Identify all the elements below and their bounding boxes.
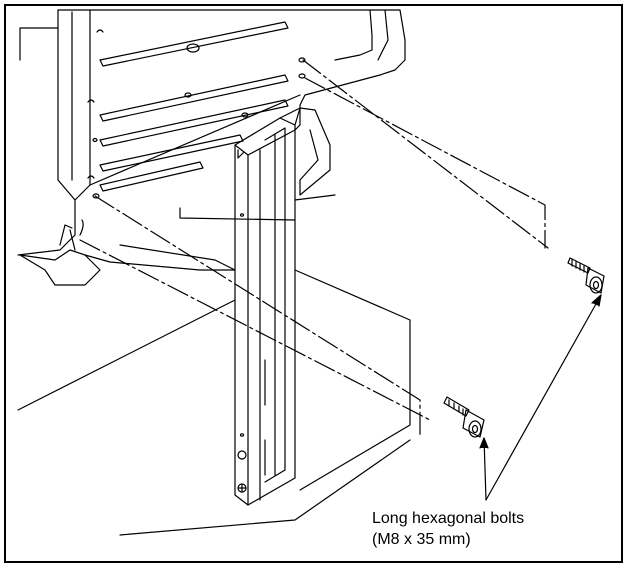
bolt-guide-lines — [79, 59, 549, 436]
callout-line-1: Long hexagonal bolts — [372, 510, 525, 527]
callout-line-2: (M8 x 35 mm) — [372, 531, 471, 548]
callout-arrows — [479, 294, 602, 501]
cabinet-body — [17, 9, 406, 256]
left-foot — [19, 219, 236, 286]
support-leg — [234, 107, 331, 506]
lower-bolt — [443, 396, 485, 438]
floor-base — [17, 194, 411, 536]
diagram-frame — [4, 4, 623, 563]
bolt-callout-label: Long hexagonal bolts (M8 x 35 mm) — [372, 508, 524, 550]
upper-bolt — [567, 257, 605, 294]
